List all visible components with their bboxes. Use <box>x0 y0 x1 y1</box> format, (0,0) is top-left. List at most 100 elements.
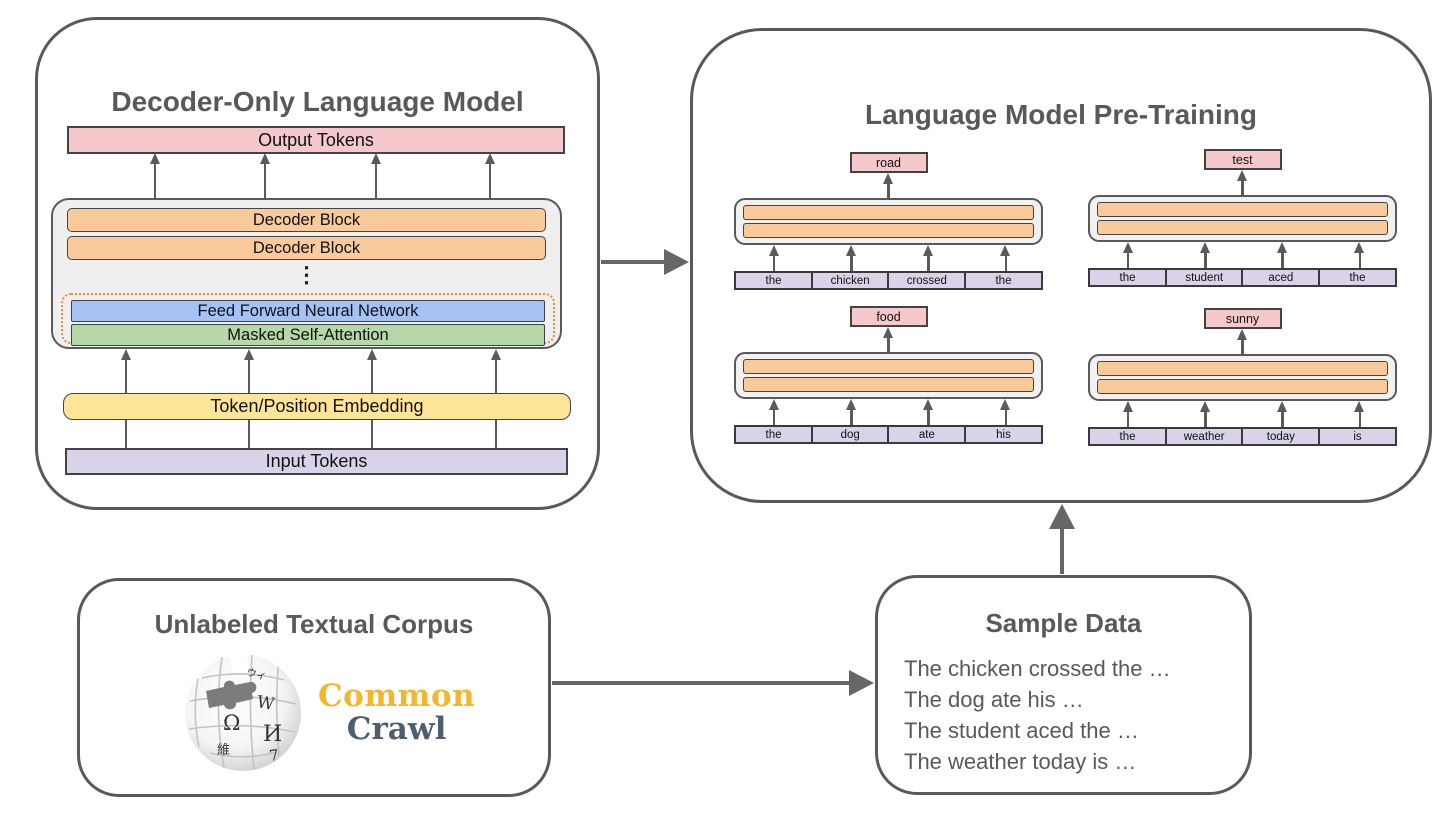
up-arrow <box>1277 242 1289 268</box>
token-cell: ate <box>887 425 967 444</box>
svg-text:ウィ: ウィ <box>245 666 267 682</box>
token-cell: the <box>1088 268 1168 287</box>
mini-decoder-layer <box>743 359 1034 374</box>
mini-model-stack <box>1088 354 1397 401</box>
up-arrow <box>490 349 502 393</box>
masked-self-attention-bar: Masked Self-Attention <box>71 324 545 346</box>
up-arrow <box>923 245 935 271</box>
up-arrow <box>768 245 780 271</box>
up-arrow <box>883 173 895 198</box>
sample-sentence: The chicken crossed the … <box>904 656 1171 681</box>
up-arrow <box>1354 401 1366 427</box>
up-arrow <box>1122 401 1134 427</box>
feed-forward-bar: Feed Forward Neural Network <box>71 300 545 322</box>
pretraining-panel-title: Language Model Pre-Training <box>864 99 1258 130</box>
token-cell: student <box>1164 268 1244 287</box>
output-tokens-bar: Output Tokens <box>67 126 565 154</box>
token-cell: weather <box>1164 427 1244 446</box>
up-arrow <box>1277 401 1289 427</box>
up-arrow <box>923 399 935 425</box>
token-row: the chicken crossed the <box>734 271 1044 290</box>
connector-line <box>120 420 132 448</box>
svg-text:7: 7 <box>268 746 280 765</box>
up-arrow <box>1354 242 1366 268</box>
decoder-model-panel: Decoder-Only Language Model Output Token… <box>35 17 600 510</box>
mini-decoder-layer <box>743 377 1034 392</box>
common-crawl-word-common: Common <box>318 678 476 714</box>
decoder-block: Decoder Block <box>67 236 546 260</box>
up-arrow <box>366 349 378 393</box>
token-row: the student aced the <box>1088 268 1398 287</box>
embedding-bar: Token/Position Embedding <box>63 393 571 420</box>
ellipsis-dots: ⋮ <box>295 262 318 287</box>
mini-decoder-layer <box>1097 361 1388 376</box>
token-cell: dog <box>810 425 890 444</box>
pretrain-example: food the dog ate his <box>734 306 1044 444</box>
sample-sentence: The student aced the … <box>904 718 1139 743</box>
pretraining-panel: Language Model Pre-Training road the chi… <box>690 28 1432 503</box>
up-arrow <box>883 327 895 352</box>
mini-model-stack <box>1088 195 1397 242</box>
mini-model-stack <box>734 352 1043 399</box>
mini-decoder-layer <box>1097 202 1388 217</box>
mini-model-stack <box>734 198 1043 245</box>
sample-data-panel: Sample Data The chicken crossed the … Th… <box>875 575 1252 795</box>
token-cell: the <box>734 425 814 444</box>
transformer-layer-outline: Feed Forward Neural Network Masked Self-… <box>61 293 555 346</box>
up-arrow <box>149 153 161 198</box>
decoder-to-pretraining-arrow <box>601 249 689 275</box>
up-arrow <box>259 153 271 198</box>
token-cell: the <box>1088 427 1168 446</box>
up-arrow <box>1199 242 1211 268</box>
up-arrow <box>1000 245 1012 271</box>
common-crawl-word-crawl: Crawl <box>346 711 447 747</box>
corpus-panel-title: Unlabeled Textual Corpus <box>154 609 474 639</box>
sample-to-pretraining-arrow <box>1049 504 1075 574</box>
token-cell: today <box>1241 427 1321 446</box>
up-arrow <box>1237 170 1249 195</box>
token-cell: crossed <box>887 271 967 290</box>
wikipedia-globe-icon: Ω W И 維 7 ウィ <box>185 651 301 771</box>
connector-line <box>366 420 378 448</box>
token-cell: chicken <box>810 271 890 290</box>
up-arrow <box>370 153 382 198</box>
up-arrow <box>120 349 132 393</box>
up-arrow <box>768 399 780 425</box>
pretrain-example: road the chicken crossed the <box>734 152 1044 290</box>
predicted-token: food <box>849 306 928 327</box>
svg-text:Ω: Ω <box>223 711 240 735</box>
token-cell: aced <box>1241 268 1321 287</box>
up-arrow <box>845 399 857 425</box>
token-cell: the <box>963 271 1044 290</box>
pretrain-example: test the student aced the <box>1088 149 1398 287</box>
mini-decoder-layer <box>743 205 1034 220</box>
predicted-token: test <box>1203 149 1282 170</box>
up-arrow <box>1000 399 1012 425</box>
connector-line <box>243 420 255 448</box>
up-arrow <box>243 349 255 393</box>
mini-decoder-layer <box>1097 220 1388 235</box>
input-tokens-bar: Input Tokens <box>65 448 568 475</box>
svg-text:維: 維 <box>217 743 230 758</box>
common-crawl-logo: Common Crawl <box>318 681 475 745</box>
predicted-token: sunny <box>1203 308 1282 329</box>
token-row: the weather today is <box>1088 427 1398 446</box>
up-arrow <box>484 153 496 198</box>
svg-text:W: W <box>255 692 276 715</box>
connector-line <box>490 420 502 448</box>
corpus-panel: Unlabeled Textual Corpus <box>77 578 551 797</box>
up-arrow <box>1122 242 1134 268</box>
token-cell: the <box>734 271 814 290</box>
mini-decoder-layer <box>743 223 1034 238</box>
corpus-to-sample-arrow <box>552 670 874 696</box>
sample-data-title: Sample Data <box>985 608 1142 638</box>
token-row: the dog ate his <box>734 425 1044 444</box>
decoder-panel-title: Decoder-Only Language Model <box>111 86 524 117</box>
predicted-token: road <box>849 152 928 173</box>
up-arrow <box>1199 401 1211 427</box>
up-arrow <box>1237 329 1249 354</box>
svg-text:И: И <box>263 722 282 747</box>
sample-sentence: The weather today is … <box>904 749 1137 774</box>
token-cell: is <box>1317 427 1398 446</box>
